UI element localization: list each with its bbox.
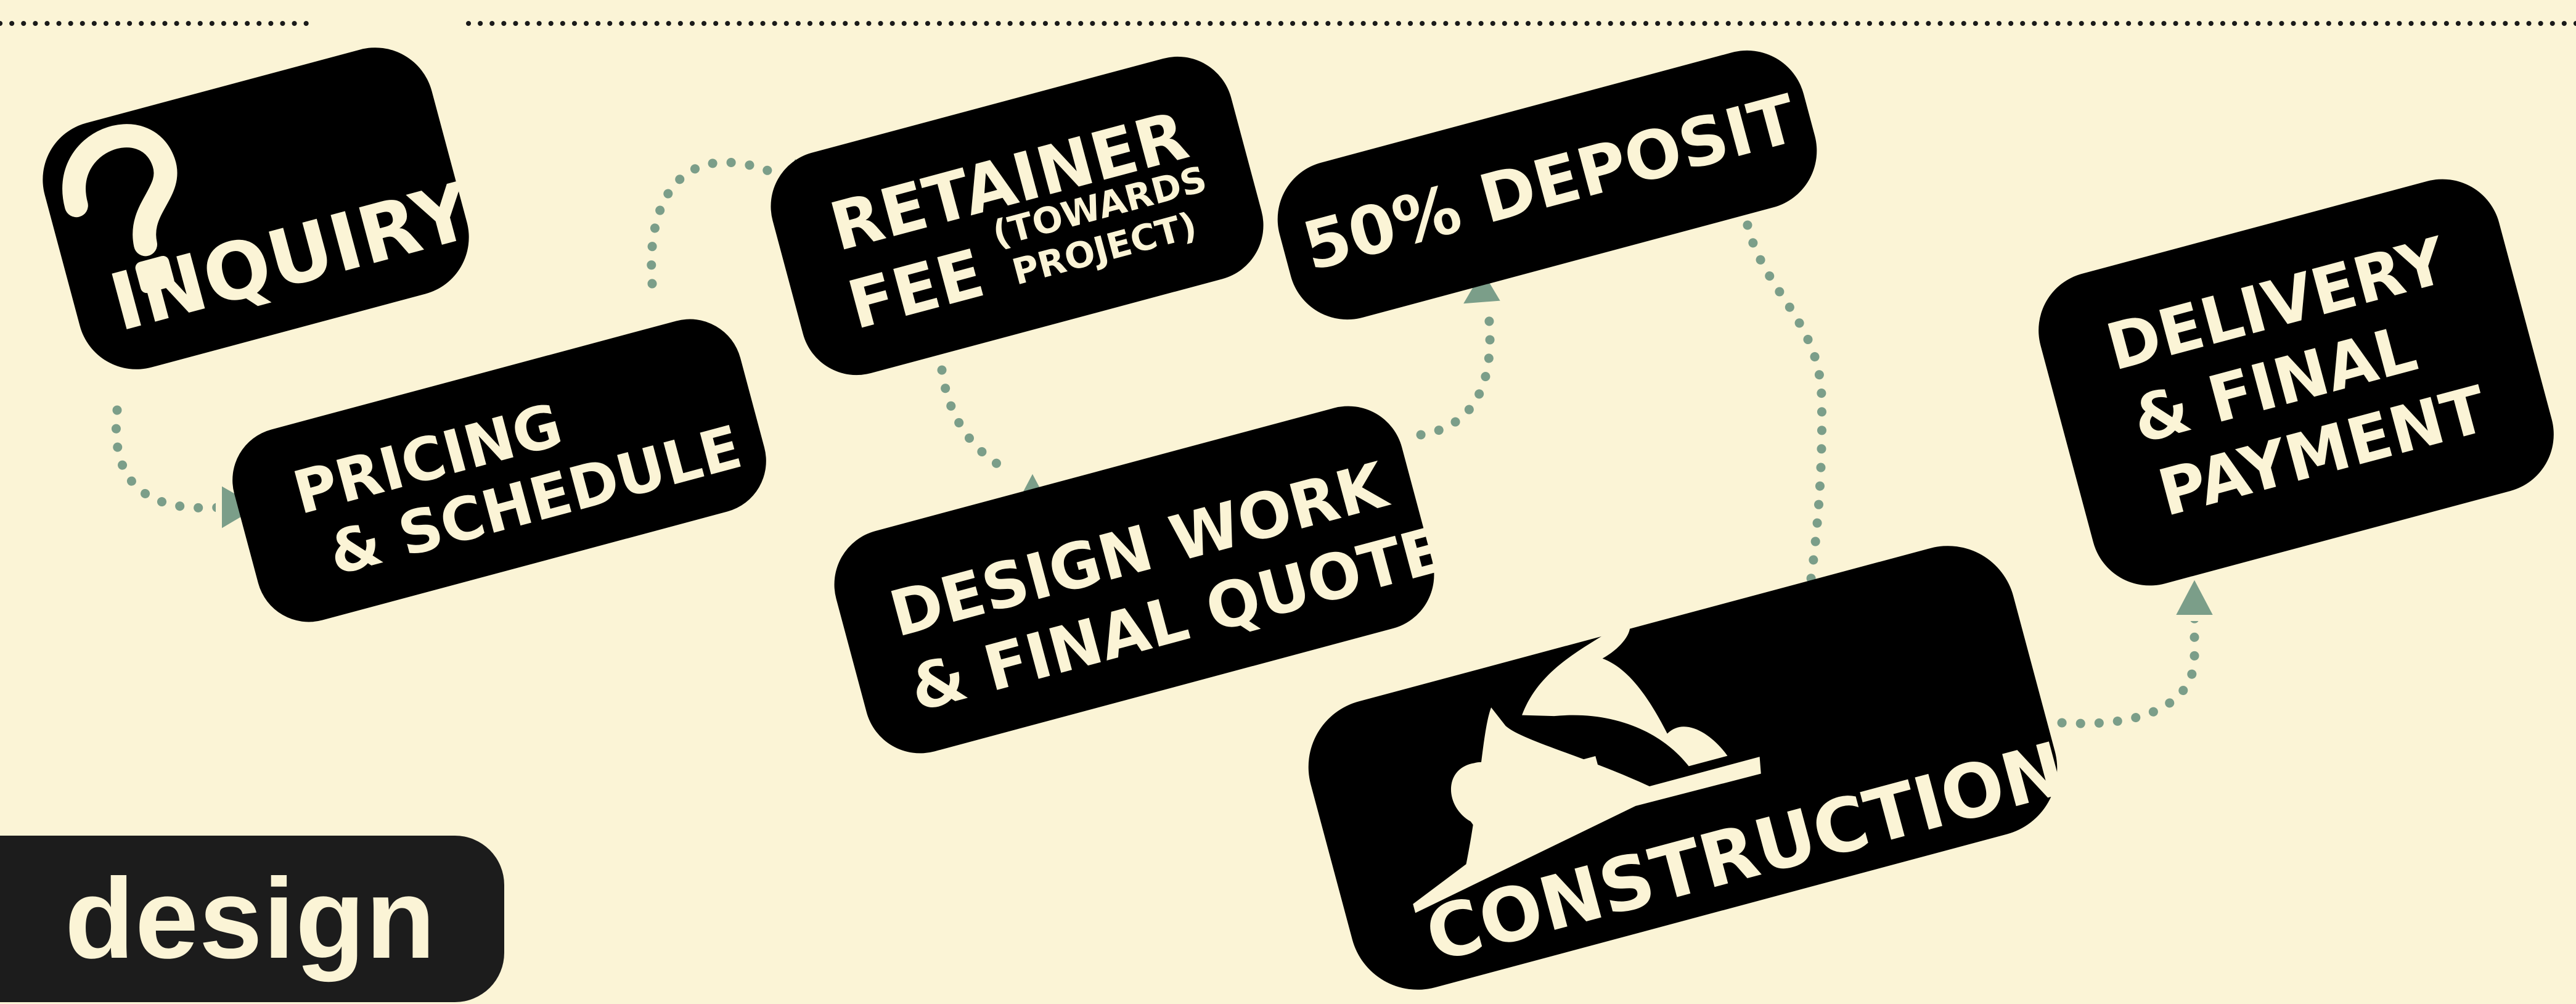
phase-tag: design [0, 836, 504, 1002]
arrowhead-delivery [2168, 570, 2221, 621]
connector-construction-delivery [2057, 606, 2199, 728]
step-inquiry: INQUIRY [43, 47, 483, 369]
phase-tag-label: design [65, 855, 436, 982]
question-mark-icon [62, 124, 178, 294]
connector-retainer-design [937, 365, 1016, 477]
step-design-final-quote: DESIGN WORK & FINAL QUOTE [834, 406, 1453, 754]
connector-pricing-retainer [647, 157, 783, 289]
connectors [112, 157, 2199, 728]
hand-plane-icon [1413, 620, 1761, 913]
step-retainer-fee: RETAINER FEE (TOWARDS PROJECT) [771, 56, 1264, 376]
connector-deposit-construction [1743, 220, 1827, 597]
connector-inquiry-pricing [112, 405, 230, 512]
connector-design-deposit [1416, 310, 1495, 440]
step-pricing-schedule: PRICING & SCHEDULE [232, 319, 766, 622]
step-deposit: 50% DEPOSIT [1277, 50, 1817, 320]
step-delivery-final-payment: DELIVERY & FINAL PAYMENT [2038, 179, 2554, 586]
